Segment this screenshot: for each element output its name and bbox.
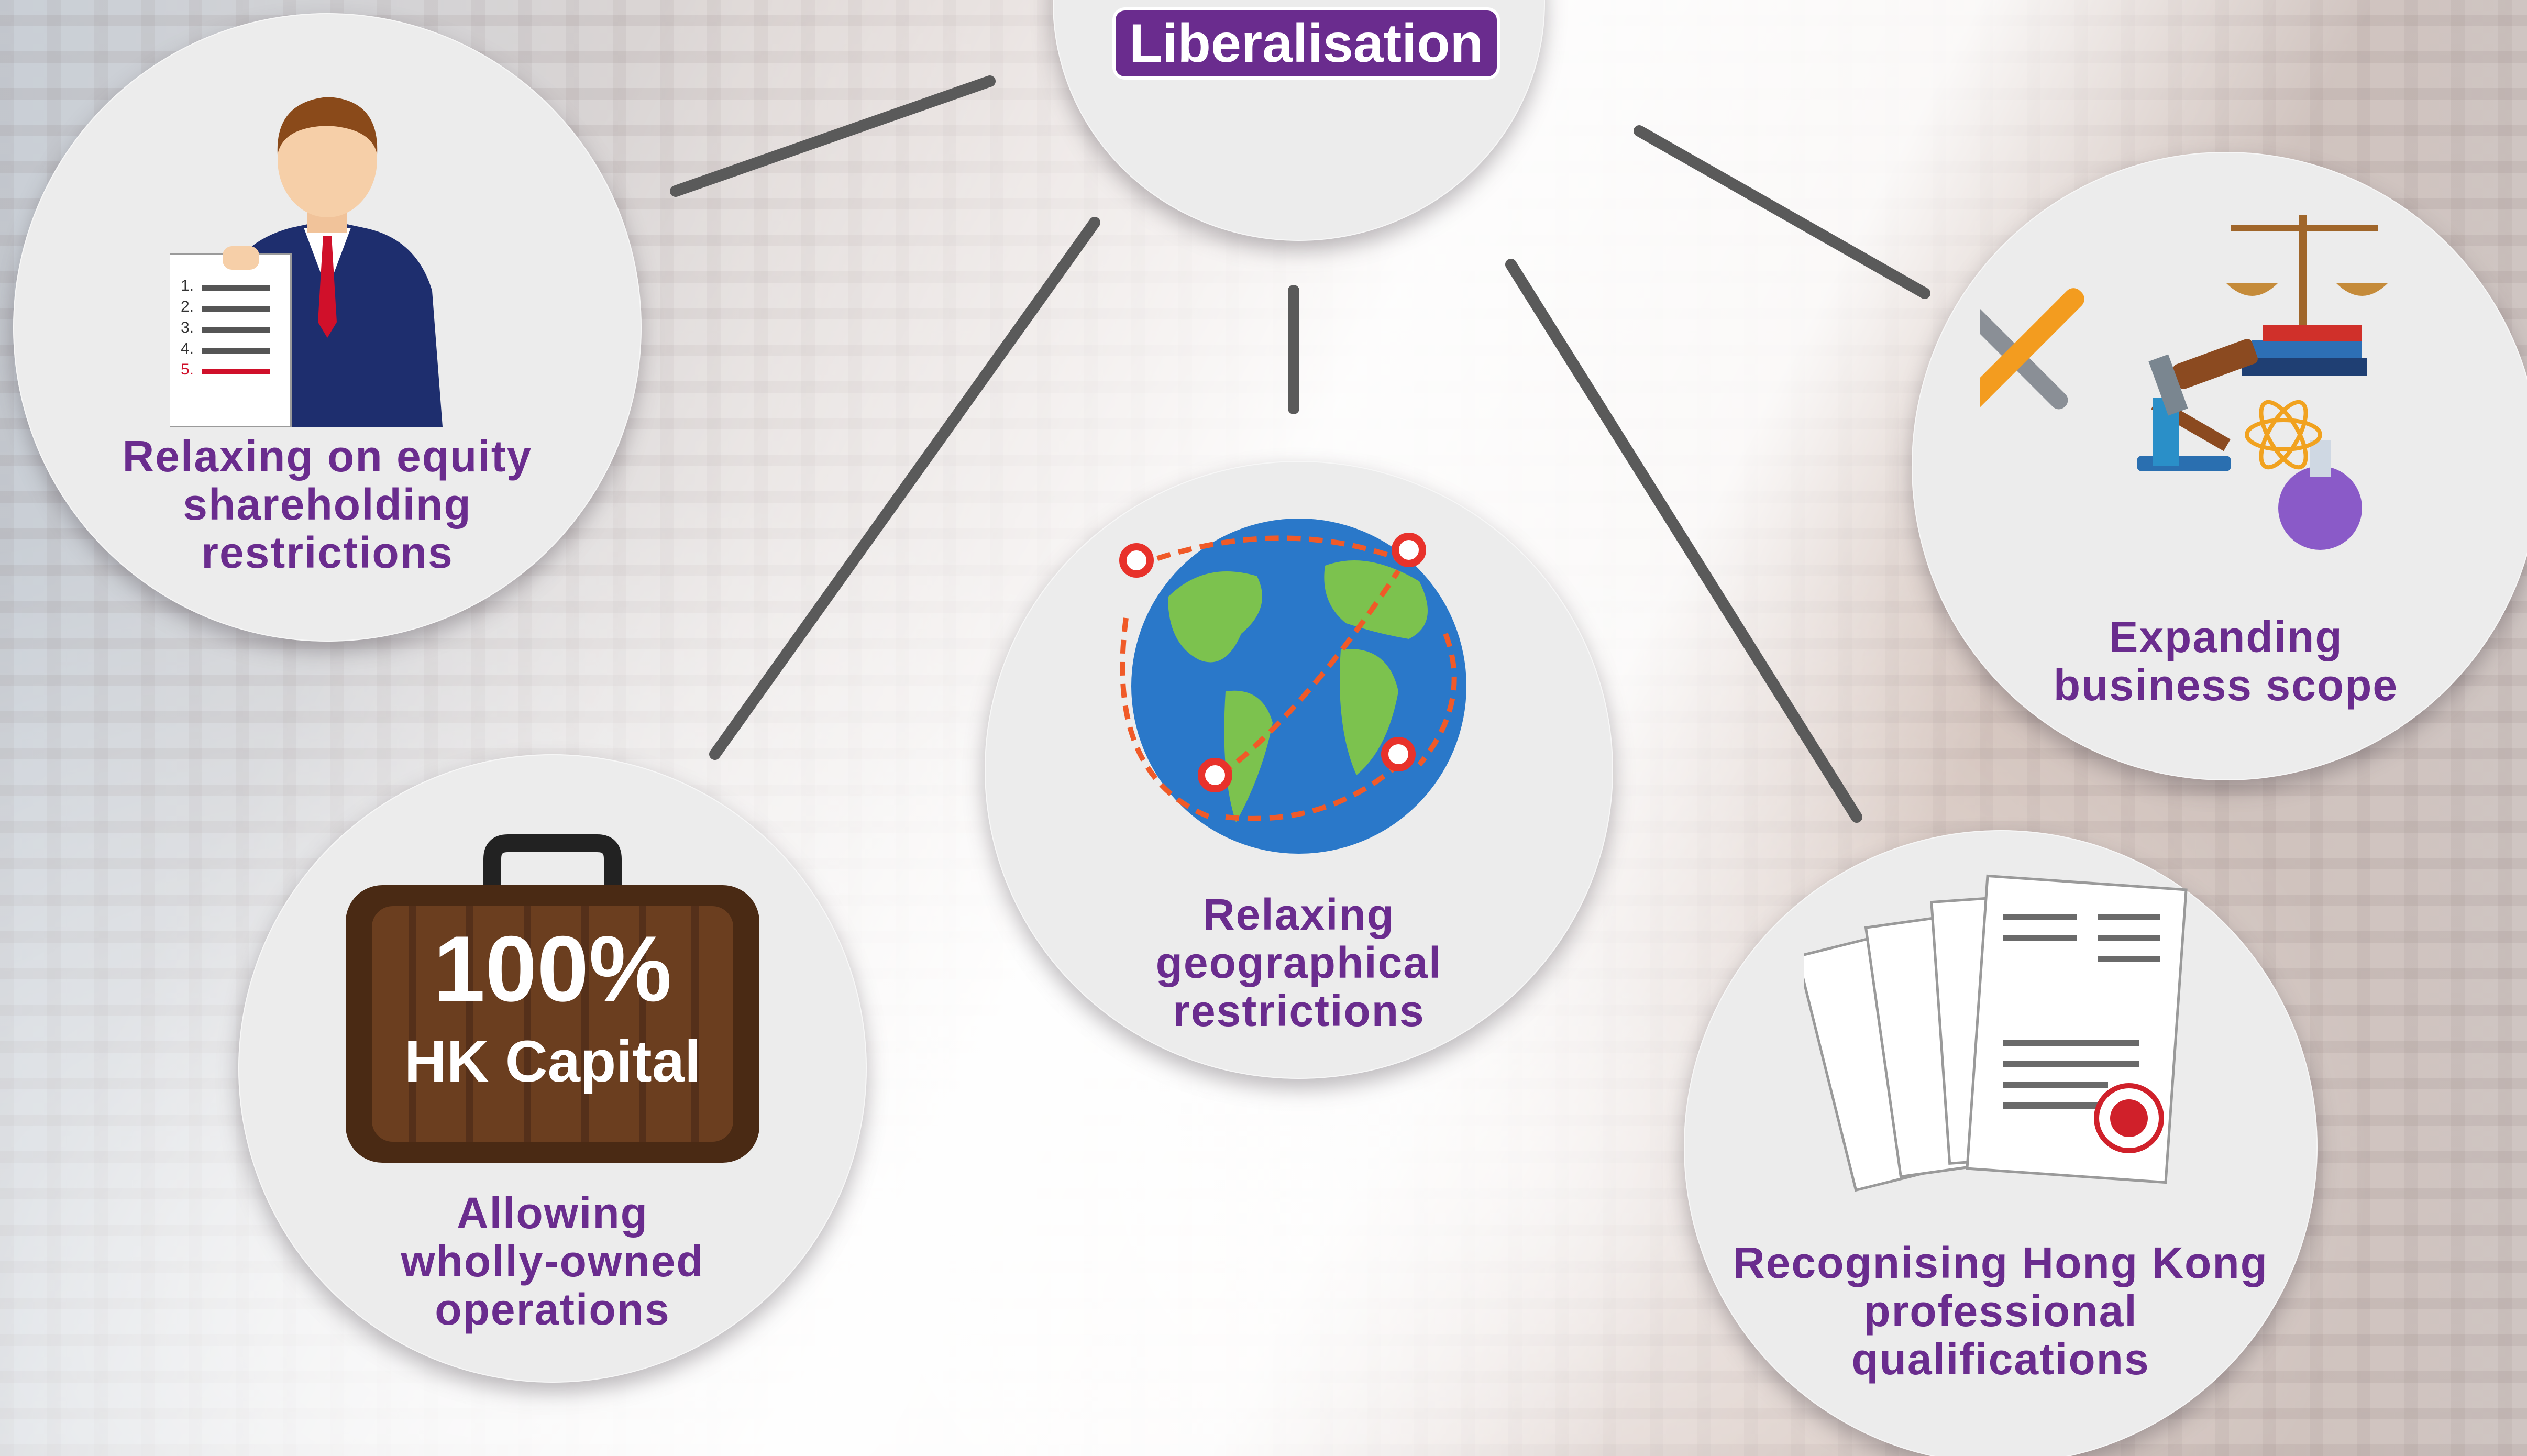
label-wholly-line3: operations bbox=[435, 1285, 670, 1334]
label-wholly-line2: wholly-owned bbox=[401, 1237, 704, 1286]
node-geo: Relaxing geographical restrictions bbox=[985, 461, 1613, 1079]
connector-equity bbox=[670, 75, 996, 197]
wrench-screwdriver-icon bbox=[1980, 288, 2084, 414]
label-scope-line1: Expanding bbox=[2109, 612, 2343, 661]
doc-num-1: 1. bbox=[181, 277, 194, 294]
label-qual-line1: Recognising Hong Kong bbox=[1733, 1238, 2268, 1287]
doc-num-3: 3. bbox=[181, 319, 194, 336]
node-scope: Expanding business scope bbox=[1912, 152, 2527, 780]
connector-scope bbox=[1634, 125, 1930, 299]
node-equity: 1. 2. 3. 4. 5. Relaxing on equity shareh… bbox=[13, 13, 642, 642]
atom-icon bbox=[2245, 400, 2322, 470]
label-equity-line1: Relaxing on equity bbox=[122, 432, 533, 481]
label-qual: Recognising Hong Kong professional quali… bbox=[1684, 1239, 2318, 1383]
label-qual-line2: professional bbox=[1863, 1286, 2138, 1336]
doc-num-5: 5. bbox=[181, 361, 194, 378]
label-geo: Relaxing geographical restrictions bbox=[985, 890, 1613, 1035]
label-wholly-line1: Allowing bbox=[457, 1188, 648, 1238]
connector-qual bbox=[1505, 259, 1862, 823]
node-qual: Recognising Hong Kong professional quali… bbox=[1684, 830, 2318, 1456]
label-geo-line2: geographical bbox=[1155, 938, 1442, 987]
tools-law-science-icon bbox=[1980, 215, 2388, 550]
globe-with-routes-icon bbox=[1119, 519, 1466, 854]
hub-title: Liberalisation bbox=[1116, 10, 1497, 76]
label-equity-line2: shareholding bbox=[183, 480, 472, 529]
label-qual-line3: qualifications bbox=[1851, 1334, 2150, 1384]
label-geo-line3: restrictions bbox=[1173, 986, 1425, 1035]
businessman-with-document-icon: 1. 2. 3. 4. 5. bbox=[170, 97, 443, 427]
label-scope-line2: business scope bbox=[2053, 660, 2399, 710]
scales-of-justice-icon bbox=[2226, 215, 2388, 376]
label-scope: Expanding business scope bbox=[1912, 613, 2527, 709]
label-geo-line1: Relaxing bbox=[1202, 890, 1395, 939]
microscope-icon bbox=[2137, 354, 2231, 471]
briefcase-caption: HK Capital bbox=[404, 1029, 701, 1094]
node-wholly: 100% HK Capital Allowing wholly-owned op… bbox=[238, 754, 867, 1383]
doc-num-4: 4. bbox=[181, 340, 194, 357]
briefcase-icon: 100% HK Capital bbox=[346, 828, 759, 1163]
briefcase-percent: 100% bbox=[433, 917, 672, 1021]
label-equity-line3: restrictions bbox=[201, 528, 454, 577]
doc-num-2: 2. bbox=[181, 298, 194, 315]
label-wholly: Allowing wholly-owned operations bbox=[238, 1189, 867, 1333]
certificates-icon bbox=[1804, 874, 2188, 1192]
connector-wholly bbox=[709, 217, 1100, 760]
flask-icon bbox=[2278, 440, 2362, 550]
label-equity: Relaxing on equity shareholding restrict… bbox=[13, 432, 642, 577]
